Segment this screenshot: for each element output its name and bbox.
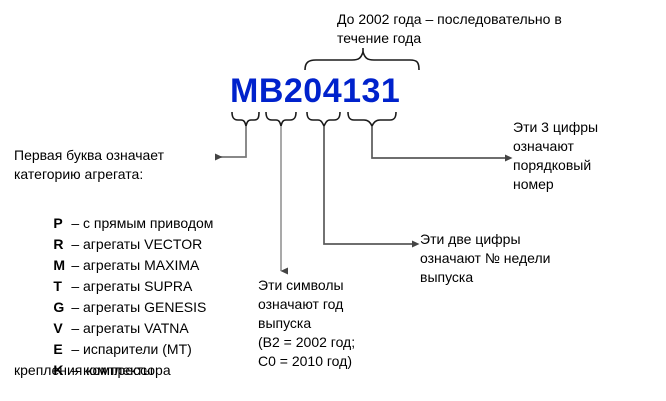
legend-key: K [53,362,64,378]
brace-week [306,111,341,128]
week-note-text: Эти две цифры означают № недели выпуска [420,231,551,285]
legend-key: E [53,341,63,357]
list-item: P – с прямым приводом [30,192,213,255]
legend-desc: – агрегаты SUPRA [71,278,193,294]
serial-note-text: Эти 3 цифры означают порядковый номер [513,119,599,192]
legend-desc: – агрегаты VECTOR [71,236,203,252]
list-item: K – комплекты [30,339,153,401]
line-serial-to-note [371,126,513,162]
year-note-text: Эти символы означают год выпуска (B2 = 2… [258,277,356,369]
legend-desc: – комплекты [71,362,154,378]
brace-letter [231,111,260,127]
top-note-text: До 2002 года – последовательно в течение… [337,11,562,46]
list-item: G – агрегаты GENESIS [30,276,206,339]
legend-key: M [53,257,66,273]
list-item: T – агрегаты SUPRA [30,255,192,318]
legend-desc: – агрегаты MAXIMA [71,257,200,273]
list-item: E – испарители (МТ) [30,318,192,381]
list-item: M – агрегаты MAXIMA [30,234,199,297]
list-item: R – агрегаты VECTOR [30,213,202,276]
legend-key: P [53,215,63,231]
legend-desc: – с прямым приводом [71,215,214,231]
legend-key: T [53,278,62,294]
brace-serial [347,111,397,128]
line-letter-to-left [215,126,247,161]
legend-desc: – агрегаты GENESIS [71,299,207,315]
legend-desc: – агрегаты VATNA [71,320,189,336]
line-week-to-note [323,126,420,248]
product-code: MB204131 [230,72,401,110]
brace-top [304,48,420,71]
legend-key: G [53,299,65,315]
list-item-continuation: крепления компрессора [14,362,171,378]
legend-key: R [53,236,64,252]
list-item: V – агрегаты VATNA [30,297,189,360]
left-heading-text: Первая буква означает категорию агрегата… [14,147,165,182]
brace-year [265,111,297,127]
legend-desc: – испарители (МТ) [71,341,192,357]
legend-key: V [53,320,63,336]
